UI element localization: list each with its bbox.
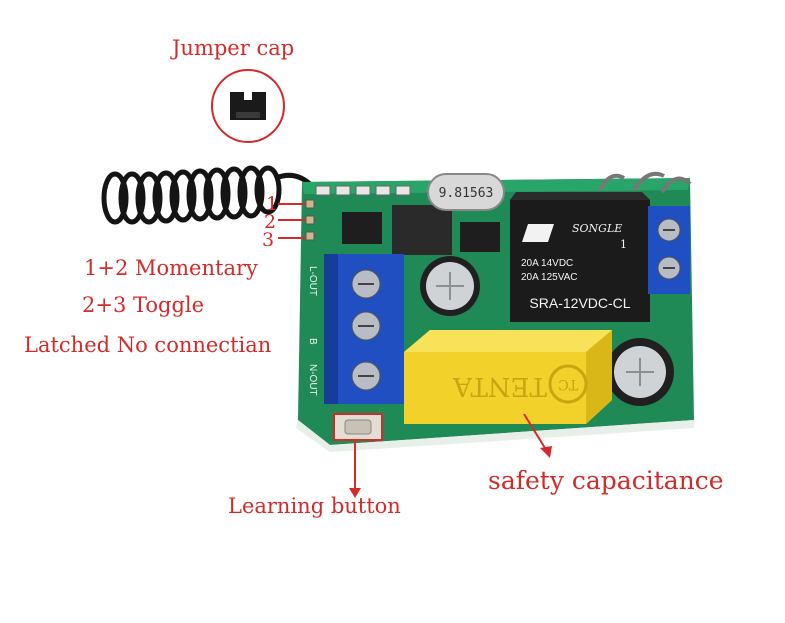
left-terminal-block: [324, 254, 404, 404]
relay-model: SRA-12VDC-CL: [529, 295, 630, 311]
safety-capacitance-label: safety capacitance: [488, 466, 724, 495]
safety-capacitor: TENTA TC: [404, 330, 612, 424]
pin-1-label: 1: [266, 193, 279, 215]
wire-leads: [598, 171, 692, 194]
capacitor-logo: TC: [558, 376, 578, 392]
pin-2-label: 2: [264, 211, 277, 233]
learning-button: [333, 413, 383, 441]
silk-l-out: L-OUT: [307, 266, 318, 296]
crystal-label: 9.81563: [439, 186, 494, 201]
silk-b: B: [307, 338, 318, 345]
jumper-cap: [211, 69, 285, 143]
annotation-lines: [278, 203, 552, 498]
top-smd-components: [315, 185, 500, 255]
electrolytic-capacitor-small: [420, 256, 480, 316]
relay-rating-1: 20A 14VDC: [521, 258, 573, 269]
learning-button-label: Learning button: [228, 494, 401, 518]
pin-3-label: 3: [262, 229, 275, 251]
relay-number: 1: [620, 238, 627, 251]
antenna-coil: [101, 165, 314, 225]
silk-n-out: N-OUT: [307, 364, 318, 396]
latched-label: Latched No connectian: [24, 333, 272, 357]
silkscreen: L-OUT B N-OUT: [307, 266, 318, 396]
electrolytic-capacitor-large: [606, 338, 674, 406]
toggle-label: 2+3 Toggle: [82, 293, 205, 317]
relay-rating-2: 20A 125VAC: [521, 272, 578, 283]
crystal-oscillator: 9.81563: [427, 173, 505, 211]
jumper-header-pins: [305, 199, 315, 241]
jumper-cap-label: Jumper cap: [172, 36, 295, 60]
relay-brand: SONGLE: [572, 222, 622, 235]
momentary-label: 1+2 Momentary: [84, 256, 258, 280]
right-terminal-block: [648, 206, 690, 294]
relay: SONGLE 1 20A 14VDC 20A 125VAC SRA-12VDC-…: [510, 192, 650, 322]
capacitor-brand: TENTA: [452, 371, 547, 401]
